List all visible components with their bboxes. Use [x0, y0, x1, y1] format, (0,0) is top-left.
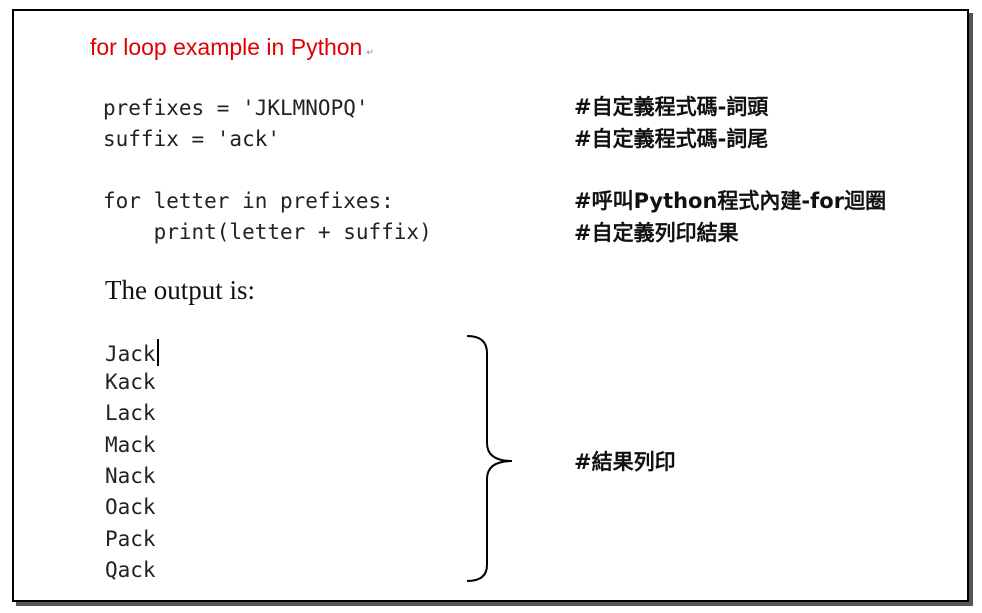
- output-line: Pack: [105, 527, 156, 551]
- output-line: Oack: [105, 495, 156, 519]
- output-line: Nack: [105, 464, 156, 488]
- output-label: The output is:: [105, 275, 255, 305]
- comment-prefix: #自定義程式碼-詞頭: [574, 95, 769, 119]
- document-title: for loop example in Python↵: [90, 34, 374, 61]
- comment-print: #自定義列印結果: [574, 221, 739, 245]
- text-cursor: [156, 339, 159, 366]
- output-line: Qack: [105, 558, 156, 582]
- paragraph-mark: ↵: [366, 48, 374, 58]
- code-line-prefixes: prefixes = 'JKLMNOPQ': [103, 96, 369, 120]
- curly-brace-icon: [466, 335, 513, 582]
- output-line-text: Jack: [105, 342, 156, 366]
- output-line: Lack: [105, 401, 156, 425]
- comment-suffix: #自定義程式碼-詞尾: [574, 127, 769, 151]
- title-text: for loop example in Python: [90, 34, 363, 60]
- comment-output: #結果列印: [574, 450, 676, 474]
- code-line-suffix: suffix = 'ack': [103, 127, 281, 151]
- output-line: Mack: [105, 433, 156, 457]
- output-line: Kack: [105, 370, 156, 394]
- comment-for-loop: #呼叫Python程式內建-for迴圈: [574, 189, 887, 213]
- document-frame: [12, 9, 969, 602]
- output-line: Jack: [105, 339, 159, 366]
- code-line-print: print(letter + suffix): [103, 220, 432, 244]
- code-line-for: for letter in prefixes:: [103, 189, 394, 213]
